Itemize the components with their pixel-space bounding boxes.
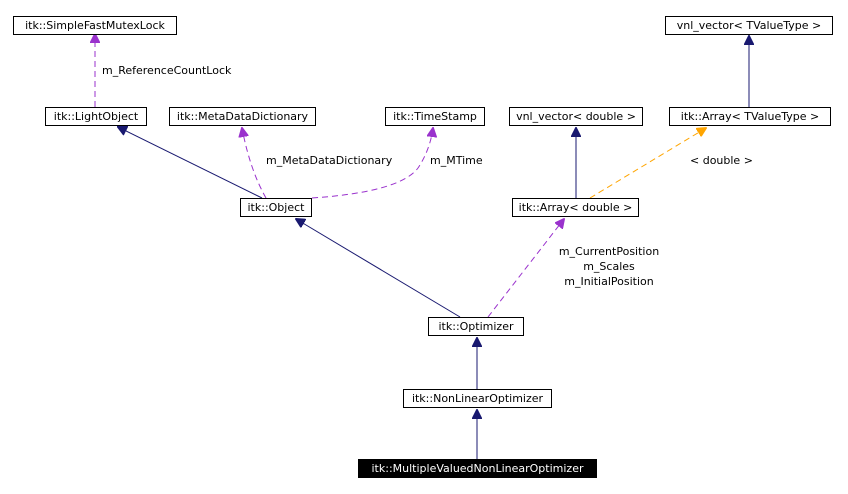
edge-meta-data-dictionary bbox=[242, 128, 267, 199]
edge-label-mtime: m_MTime bbox=[430, 154, 483, 167]
node-time-stamp[interactable]: itk::TimeStamp bbox=[385, 107, 485, 126]
edge-label-scales: m_Scales bbox=[583, 260, 635, 273]
node-object[interactable]: itk::Object bbox=[240, 198, 312, 217]
edge-label-current-position: m_CurrentPosition bbox=[558, 245, 660, 258]
edge-inherit-object-lightobject bbox=[118, 127, 263, 199]
node-nonlinear-optimizer[interactable]: itk::NonLinearOptimizer bbox=[403, 389, 552, 408]
node-optimizer[interactable]: itk::Optimizer bbox=[428, 317, 524, 336]
edge-label-reference-count-lock: m_ReferenceCountLock bbox=[102, 64, 232, 77]
node-light-object[interactable]: itk::LightObject bbox=[45, 107, 147, 126]
node-meta-data-dictionary[interactable]: itk::MetaDataDictionary bbox=[169, 107, 316, 126]
node-simple-fast-mutex-lock[interactable]: itk::SimpleFastMutexLock bbox=[13, 16, 177, 35]
edge-label-initial-position: m_InitialPosition bbox=[564, 275, 654, 288]
node-array-tvaluetype[interactable]: itk::Array< TValueType > bbox=[669, 107, 831, 126]
node-vnl-vector-tvaluetype[interactable]: vnl_vector< TValueType > bbox=[665, 16, 833, 35]
edge-label-template-double: < double > bbox=[690, 154, 753, 167]
edge-template-double bbox=[589, 128, 706, 199]
node-array-double[interactable]: itk::Array< double > bbox=[512, 198, 639, 217]
edge-inherit-optimizer-object bbox=[296, 219, 461, 318]
node-multiple-valued-nonlinear-optimizer: itk::MultipleValuedNonLinearOptimizer bbox=[358, 459, 597, 478]
edge-positions bbox=[487, 219, 564, 318]
edge-mtime bbox=[311, 128, 433, 199]
node-vnl-vector-double[interactable]: vnl_vector< double > bbox=[509, 107, 643, 126]
edge-label-meta-data-dictionary: m_MetaDataDictionary bbox=[266, 154, 393, 167]
